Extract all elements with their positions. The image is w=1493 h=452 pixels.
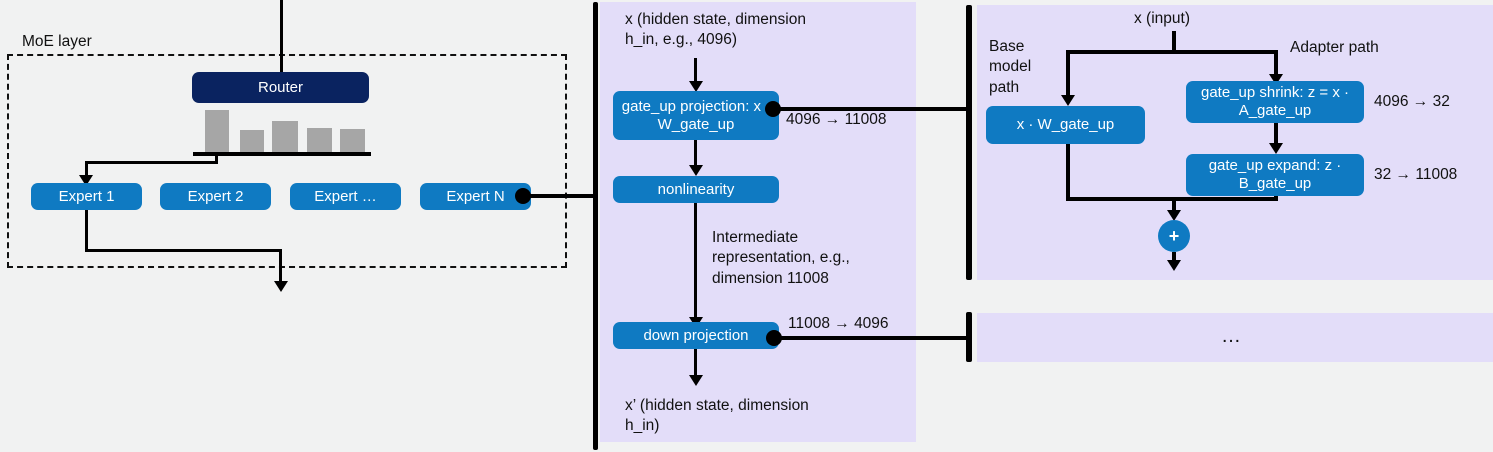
add-operator: +	[1158, 220, 1190, 252]
expert-panel-bracket	[593, 2, 598, 450]
router-weight-bar	[240, 130, 264, 152]
expert-box-2[interactable]: Expert 2	[160, 183, 271, 210]
down-projection-connector-line	[773, 336, 970, 340]
moe-layer-boundary	[7, 54, 567, 268]
shrink-dims-label: 4096 → 32	[1374, 93, 1450, 110]
intermediate-representation-label: Intermediate representation, e.g., dimen…	[712, 229, 850, 287]
base-branch-line	[1066, 50, 1070, 98]
more-panel-bracket	[966, 312, 972, 362]
merge-to-plus-arrowhead	[1167, 210, 1181, 221]
down-projection-dims-label: 11008 → 4096	[788, 315, 889, 332]
lora-output-line	[1172, 252, 1176, 264]
base-model-path-label: Base model path	[989, 38, 1032, 96]
adapter-path-label: Adapter path	[1290, 39, 1379, 56]
expert-box-ellipsis[interactable]: Expert …	[290, 183, 401, 210]
gate-up-projection-box[interactable]: gate_up projection: x · W_gate_up	[613, 91, 779, 140]
router-weight-bar	[205, 110, 229, 152]
router-route-line-v1	[215, 152, 218, 164]
expert-n-connector-line	[522, 194, 597, 198]
expert-output-arrowhead	[689, 375, 703, 386]
router-weight-bar	[272, 121, 298, 152]
router-route-line-h	[85, 161, 218, 164]
adapter-branch-arrowhead	[1269, 74, 1283, 85]
router-weight-bar	[340, 129, 365, 152]
moe-layer-title: MoE layer	[22, 33, 92, 50]
router-weight-bar	[307, 128, 332, 152]
more-panel-ellipsis: …	[1221, 325, 1243, 347]
router-bar-baseline	[193, 152, 371, 156]
moe-output-arrowhead	[274, 281, 288, 292]
expert-output-label: x’ (hidden state, dimension h_in)	[625, 397, 809, 435]
expert1-output-line-h	[85, 249, 282, 252]
expert-box-1[interactable]: Expert 1	[31, 183, 142, 210]
nonlinearity-box[interactable]: nonlinearity	[613, 176, 779, 203]
adapter-branch-line	[1274, 50, 1278, 78]
router-route-arrowhead	[79, 175, 93, 186]
more-panel	[977, 313, 1493, 362]
expert-input-arrow-line	[694, 58, 697, 84]
gate-up-shrink-box[interactable]: gate_up shrink: z = x · A_gate_up	[1186, 81, 1364, 123]
gate-up-to-nonlinearity-arrowhead	[689, 165, 703, 176]
moe-input-line	[280, 0, 283, 72]
lora-split-line	[1066, 50, 1276, 54]
expert-box-n[interactable]: Expert N	[420, 183, 531, 210]
expert-output-line	[694, 349, 697, 381]
lora-panel-bracket	[966, 5, 972, 280]
expert-input-label: x (hidden state, dimension h_in, e.g., 4…	[625, 11, 806, 49]
lora-output-arrowhead	[1167, 260, 1181, 271]
base-branch-arrowhead	[1061, 95, 1075, 106]
gate-up-expand-box[interactable]: gate_up expand: z · B_gate_up	[1186, 154, 1364, 196]
router-box[interactable]: Router	[192, 72, 369, 103]
lora-input-line	[1172, 31, 1176, 53]
expert-panel	[600, 2, 916, 442]
down-projection-box[interactable]: down projection	[613, 322, 779, 349]
gate-up-connector-line	[772, 107, 970, 111]
lora-input-label: x (input)	[1134, 10, 1190, 27]
shrink-to-expand-arrowhead	[1269, 143, 1283, 154]
expert1-output-line-v	[85, 210, 88, 252]
gate-up-dims-label: 4096 → 11008	[786, 111, 887, 128]
moe-output-line-v	[279, 249, 282, 284]
router-route-line-v2	[85, 161, 88, 178]
gate-up-to-nonlinearity-line	[694, 140, 697, 168]
merge-to-plus-line	[1172, 197, 1176, 214]
nonlinearity-to-down-line	[694, 203, 697, 323]
expert-input-arrowhead	[689, 81, 703, 92]
base-merge-line	[1066, 144, 1070, 200]
shrink-to-expand-line	[1274, 123, 1278, 147]
expand-dims-label: 32 → 11008	[1374, 166, 1458, 183]
base-model-box[interactable]: x · W_gate_up	[986, 106, 1145, 144]
